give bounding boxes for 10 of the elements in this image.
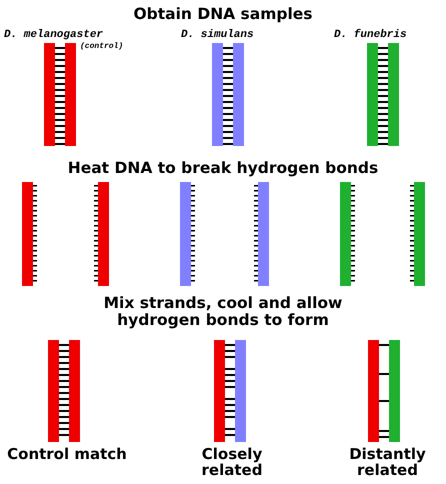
step-heading: Mix strands, cool and allow hydrogen bonds to form (102, 295, 344, 329)
species-label: D. melanogaster (4, 29, 104, 41)
result-label: Distantly related (348, 446, 427, 478)
result-label: Closely related (200, 446, 264, 478)
species-label: D. simulans (181, 29, 254, 41)
control-note: (control) (80, 41, 124, 53)
species-label: D. funebris (334, 29, 407, 41)
step-heading: Heat DNA to break hydrogen bonds (66, 160, 380, 177)
step-heading: Obtain DNA samples (132, 6, 314, 23)
result-label: Control match (7, 446, 127, 462)
